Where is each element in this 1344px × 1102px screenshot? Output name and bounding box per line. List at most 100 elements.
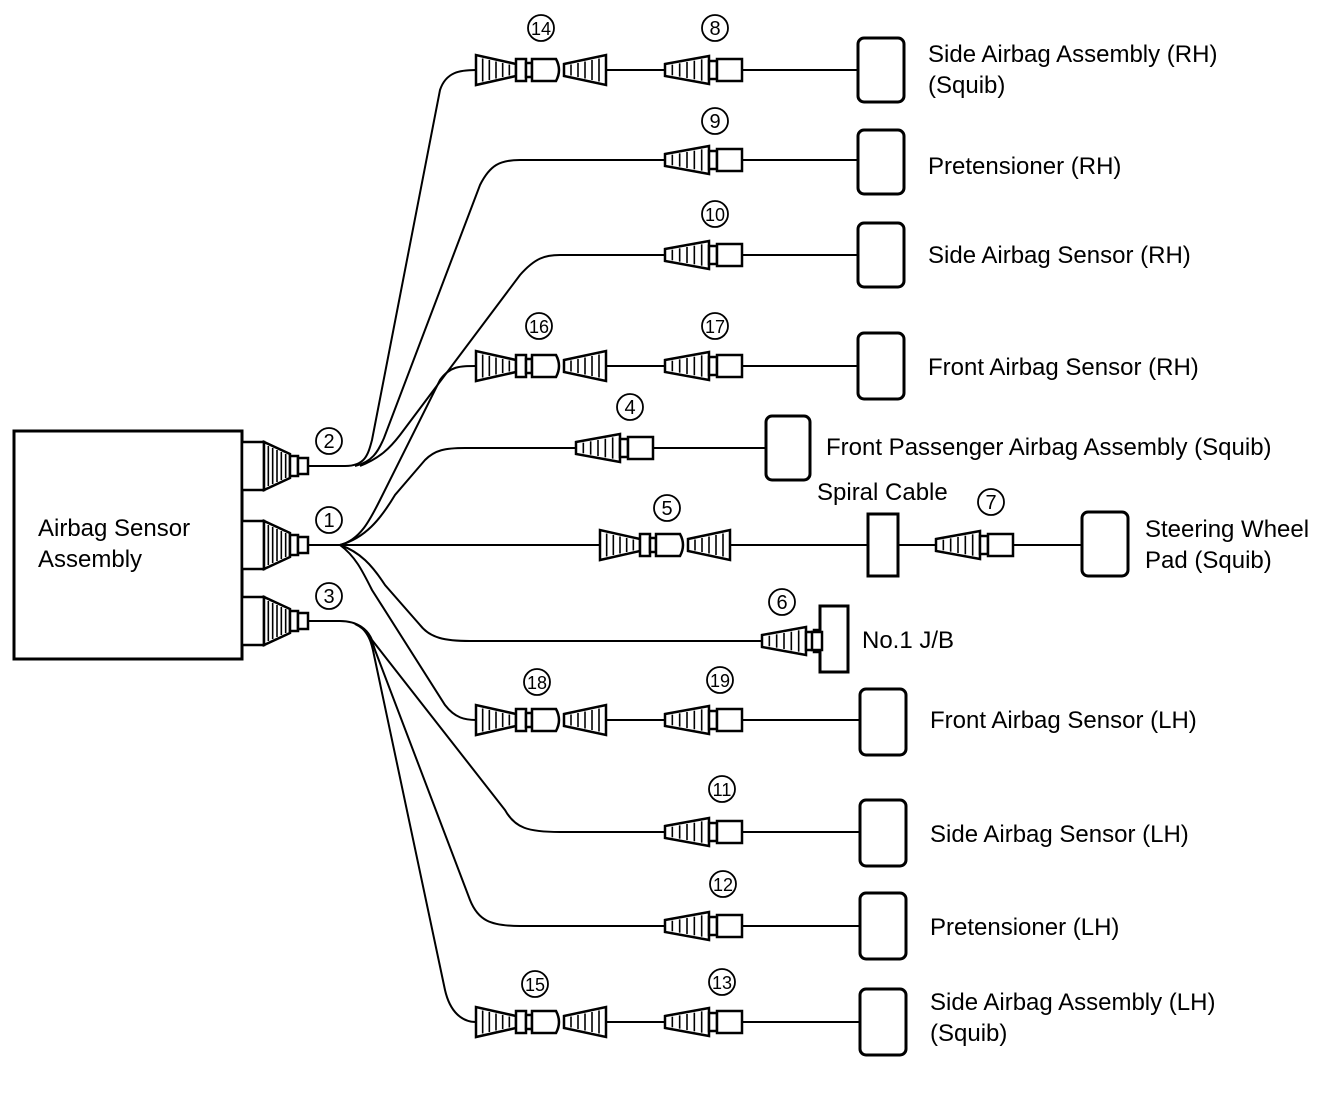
ecu-port-2: 2 <box>240 427 343 492</box>
device-side-airbag-assembly-lh <box>858 987 908 1057</box>
label-side-airbag-assembly-rh-line-1: Side Airbag Assembly (RH) <box>928 41 1217 68</box>
no1-jb-box <box>818 604 850 674</box>
svg-text:14: 14 <box>531 19 551 39</box>
svg-text:5: 5 <box>661 498 672 520</box>
device-pretensioner-rh <box>856 128 906 196</box>
ecu-label-line-1: Airbag Sensor <box>38 515 190 542</box>
wire-no1-jb <box>339 544 762 642</box>
svg-text:18: 18 <box>527 673 547 693</box>
svg-text:12: 12 <box>713 875 733 895</box>
connector-17 <box>663 350 744 382</box>
label-steering-wheel-pad-line-1: Steering Wheel <box>1145 516 1309 543</box>
label-front-airbag-sensor-rh: Front Airbag Sensor (RH) <box>928 354 1199 381</box>
label-side-airbag-assembly-rh-line-2: (Squib) <box>928 72 1005 99</box>
connector-number-15: 15 <box>521 970 549 998</box>
connector-10 <box>663 239 744 271</box>
port-number-1: 1 <box>315 506 343 534</box>
label-pretensioner-lh: Pretensioner (LH) <box>930 914 1119 941</box>
svg-text:1: 1 <box>323 510 334 532</box>
port-number-3: 3 <box>315 582 343 610</box>
connector-number-12: 12 <box>709 870 737 898</box>
svg-text:7: 7 <box>985 492 996 514</box>
svg-text:8: 8 <box>709 18 720 40</box>
connector-12 <box>663 910 744 942</box>
device-front-airbag-sensor-rh <box>856 331 906 401</box>
connector-18 <box>474 703 608 737</box>
connector-number-4: 4 <box>616 393 644 421</box>
connector-number-13: 13 <box>708 968 736 996</box>
connector-5 <box>598 528 732 562</box>
ecu-port-1: 1 <box>240 506 343 571</box>
label-front-passenger-airbag: Front Passenger Airbag Assembly (Squib) <box>826 434 1272 461</box>
label-side-airbag-sensor-rh: Side Airbag Sensor (RH) <box>928 242 1191 269</box>
devices <box>764 36 1130 1057</box>
connector-number-9: 9 <box>701 107 729 135</box>
svg-text:2: 2 <box>323 431 334 453</box>
spiral-cable-box <box>866 512 900 578</box>
device-steering-wheel-pad <box>1080 510 1130 578</box>
device-front-passenger-airbag <box>764 414 812 482</box>
wire-side-airbag-assembly-lh <box>359 625 477 1023</box>
connector-11 <box>663 816 744 848</box>
wire-side-airbag-sensor-rh <box>359 254 665 467</box>
connector-9 <box>663 144 744 176</box>
ecu-ports: 2 1 3 <box>240 427 343 647</box>
device-pretensioner-lh <box>858 891 908 961</box>
connector-19 <box>663 704 744 736</box>
connector-15 <box>474 1005 608 1039</box>
connector-4 <box>574 432 655 464</box>
svg-text:3: 3 <box>323 586 334 608</box>
device-side-airbag-assembly-rh <box>856 36 906 104</box>
connector-number-19: 19 <box>706 666 734 694</box>
connector-number-18: 18 <box>523 668 551 696</box>
connector-number-6: 6 <box>768 588 796 616</box>
label-side-airbag-sensor-lh: Side Airbag Sensor (LH) <box>930 821 1189 848</box>
label-side-airbag-assembly-lh-line-1: Side Airbag Assembly (LH) <box>930 989 1215 1016</box>
svg-text:19: 19 <box>710 671 730 691</box>
svg-text:11: 11 <box>713 780 732 800</box>
port-number-2: 2 <box>315 427 343 455</box>
spiral-cable-label: Spiral Cable <box>817 479 948 506</box>
airbag-sensor-assembly-box <box>12 429 244 661</box>
svg-text:17: 17 <box>705 317 725 337</box>
svg-text:6: 6 <box>776 592 787 614</box>
connector-14 <box>474 53 608 87</box>
svg-text:4: 4 <box>624 397 635 419</box>
connector-number-5: 5 <box>653 494 681 522</box>
labels: Side Airbag Assembly (RH) (Squib) Pretensi… <box>817 41 1309 1047</box>
label-front-airbag-sensor-lh: Front Airbag Sensor (LH) <box>930 707 1197 734</box>
connector-16 <box>474 349 608 383</box>
svg-text:15: 15 <box>525 975 545 995</box>
ecu-port-3: 3 <box>240 582 343 647</box>
wire-harness <box>308 69 1082 1023</box>
wire-side-airbag-rh <box>308 69 477 467</box>
wire-front-airbag-sensor-lh <box>339 544 477 721</box>
connector-number-14: 14 <box>527 14 555 42</box>
connector-13 <box>663 1006 744 1038</box>
label-steering-wheel-pad-line-2: Pad (Squib) <box>1145 547 1272 574</box>
svg-text:16: 16 <box>529 317 549 337</box>
svg-text:13: 13 <box>712 973 732 993</box>
device-front-airbag-sensor-lh <box>858 687 908 757</box>
connector-number-8: 8 <box>701 14 729 42</box>
connector-number-11: 11 <box>708 775 736 803</box>
connector-number-17: 17 <box>701 312 729 340</box>
ecu-label-line-2: Assembly <box>38 546 142 573</box>
svg-text:9: 9 <box>709 111 720 133</box>
svg-text:10: 10 <box>705 205 725 225</box>
airbag-sensor-assembly: Airbag Sensor Assembly <box>12 429 244 661</box>
wire-pretensioner-lh <box>354 623 665 927</box>
connector-8 <box>663 54 744 86</box>
connector-7 <box>934 529 1015 561</box>
label-no1-jb: No.1 J/B <box>862 627 954 654</box>
wire-pretensioner-rh <box>354 159 665 467</box>
device-side-airbag-sensor-rh <box>856 221 906 289</box>
wire-front-passenger-airbag <box>339 447 576 546</box>
connector-number-16: 16 <box>525 312 553 340</box>
connector-number-7: 7 <box>977 488 1005 516</box>
connector-number-10: 10 <box>701 200 729 228</box>
device-side-airbag-sensor-lh <box>858 798 908 868</box>
label-pretensioner-rh: Pretensioner (RH) <box>928 153 1121 180</box>
label-side-airbag-assembly-lh-line-2: (Squib) <box>930 1020 1007 1047</box>
